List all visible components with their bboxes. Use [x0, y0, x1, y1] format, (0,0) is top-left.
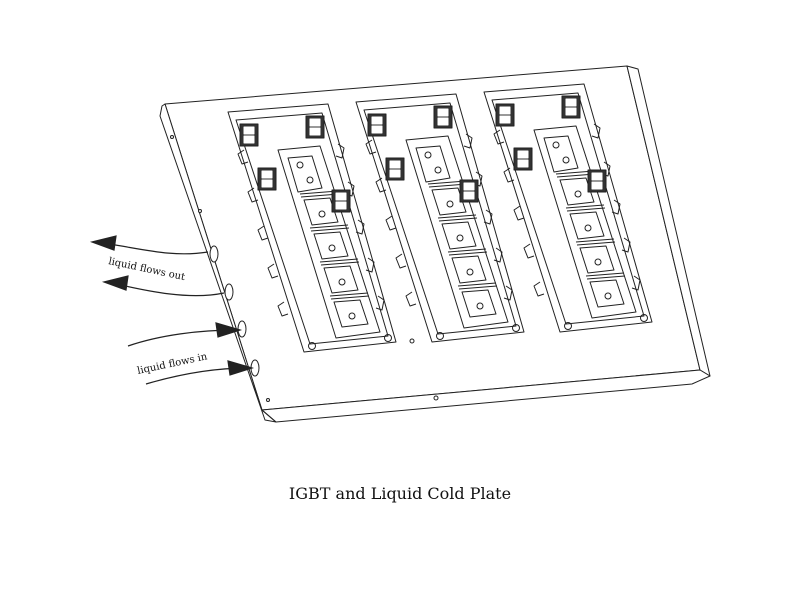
igbt-module [533, 125, 637, 319]
gate-terminal [513, 147, 533, 171]
gate-terminal [495, 103, 515, 127]
gate-terminal [561, 95, 581, 119]
side-ports [170, 135, 270, 402]
module-pocket [355, 93, 525, 343]
module-pocket [483, 83, 653, 333]
gate-terminal [239, 123, 259, 147]
igbt-module [405, 135, 509, 329]
gate-terminal [331, 189, 351, 213]
figure-caption: IGBT and Liquid Cold Plate [288, 484, 512, 503]
igbt-module [277, 145, 381, 339]
module-pocket [227, 103, 397, 353]
gate-terminal [459, 179, 479, 203]
gate-terminal [367, 113, 387, 137]
gate-terminal [385, 157, 405, 181]
flow-arrows [89, 235, 255, 385]
inflow-label: liquid flows in [136, 351, 208, 377]
gate-terminal [587, 169, 607, 193]
gate-terminal [257, 167, 277, 191]
gate-terminal [433, 105, 453, 129]
gate-terminal [305, 115, 325, 139]
